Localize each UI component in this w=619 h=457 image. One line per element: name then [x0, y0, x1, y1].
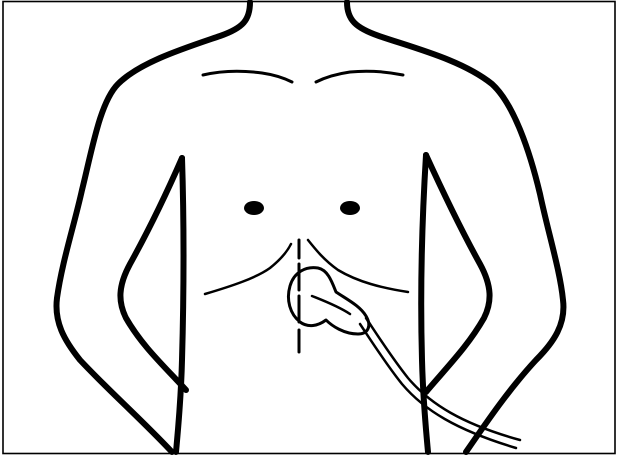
collarbones: [203, 71, 403, 82]
right-arm: [421, 155, 489, 452]
left-nipple: [244, 201, 264, 215]
ultrasound-probe: [288, 268, 368, 334]
rib-margins: [205, 240, 408, 294]
nipples: [244, 201, 360, 215]
torso-outline: [56, 2, 563, 452]
border: [3, 2, 615, 454]
right-nipple: [340, 201, 360, 215]
probe-cable: [360, 318, 520, 448]
